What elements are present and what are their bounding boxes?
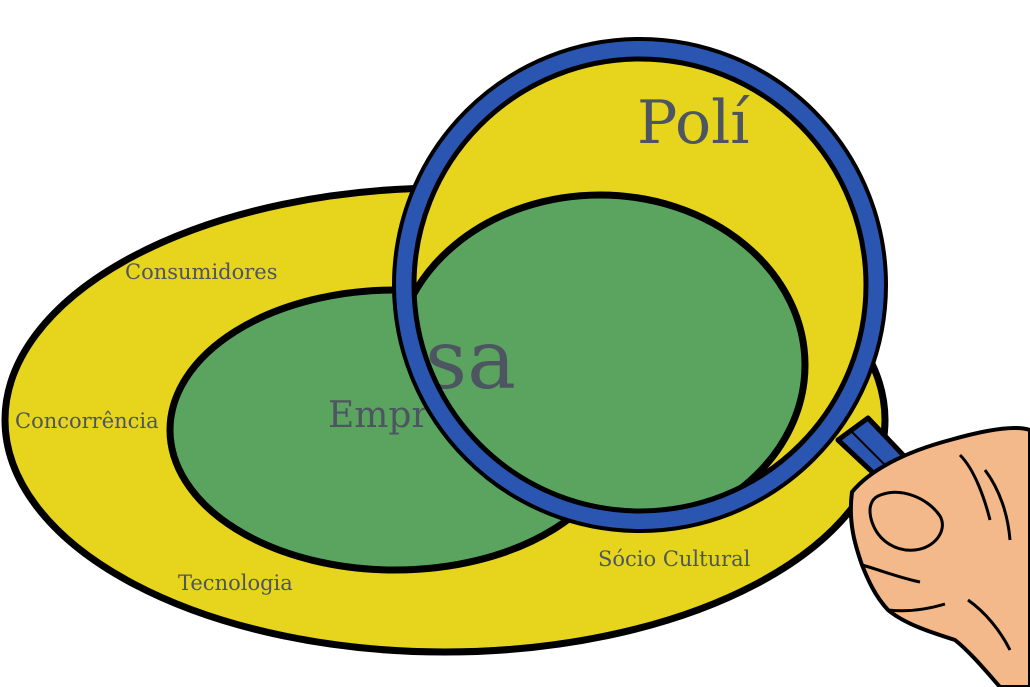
label-consumidores: Consumidores <box>125 260 278 284</box>
label-magnified-poli: Polí <box>637 88 750 158</box>
label-empresa-partial: Empr <box>328 395 429 436</box>
label-socio-cultural: Sócio Cultural <box>598 547 751 571</box>
lens-rim-blue <box>396 41 884 529</box>
label-concorrencia: Concorrência <box>15 409 159 433</box>
lens-rim-inner <box>411 56 869 514</box>
magnified-green-ellipse <box>414 191 809 511</box>
label-tecnologia: Tecnologia <box>178 571 293 595</box>
magnified-view: sa Polí <box>414 59 866 511</box>
lens-rim-outer <box>392 37 888 533</box>
